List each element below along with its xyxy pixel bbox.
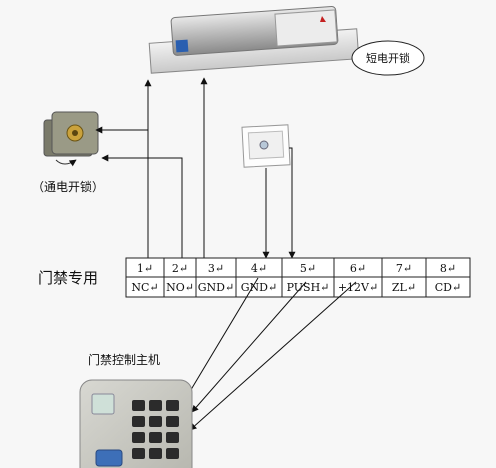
wire-no-to-mortise-lock (101, 154, 183, 258)
bolt-lock-wires (144, 77, 208, 258)
access-controller-image (79, 379, 193, 468)
terminal-number: 7↵ (396, 262, 412, 275)
electric-bolt-lock-image (148, 6, 360, 74)
keypad-key (132, 448, 145, 459)
keypad-key (149, 400, 162, 411)
keypad-key (166, 400, 179, 411)
keypad-key (132, 416, 145, 427)
controller-label: 门禁控制主机 (88, 352, 160, 367)
keypad-key (166, 432, 179, 443)
exit-button-image (241, 124, 291, 168)
terminal-name: +12V↵ (338, 281, 378, 294)
keypad-key (166, 416, 179, 427)
terminal-number: 5↵ (300, 262, 316, 275)
terminal-name: NC↵ (131, 281, 158, 294)
terminal-name: CD↵ (435, 281, 461, 294)
svg-text:短电开锁: 短电开锁 (366, 51, 410, 65)
keypad-key (149, 448, 162, 459)
wire-push-to-controller (191, 281, 307, 413)
terminal-name: NO↵ (166, 281, 194, 294)
wire-nc-to-mortise-lock (95, 126, 149, 258)
terminal-number: 2↵ (172, 262, 188, 275)
keypad-key (149, 432, 162, 443)
keypad (132, 400, 179, 459)
terminal-number: 4↵ (251, 262, 267, 275)
mortise-lock-wires (95, 126, 183, 258)
wire-button-to-push (288, 147, 296, 259)
exit-button-wires (262, 147, 296, 259)
terminal-name: ZL↵ (392, 281, 416, 294)
keypad-key (149, 416, 162, 427)
terminal-number: 6↵ (350, 262, 366, 275)
terminal-name: GND↵ (198, 281, 234, 294)
keypad-key (132, 432, 145, 443)
short-lock-label: 短电开锁 (351, 40, 425, 76)
mortise-lock-image (43, 111, 99, 167)
controller-wires (185, 277, 357, 431)
wire-gnd-to-controller (185, 277, 259, 399)
keypad-key (166, 448, 179, 459)
terminal-number: 1↵ (137, 262, 153, 275)
wire-12v-to-controller (189, 281, 357, 431)
terminal-number: 8↵ (440, 262, 456, 275)
terminal-name: PUSH↵ (287, 281, 330, 294)
terminal-number: 3↵ (208, 262, 224, 275)
through-lock-label: （通电开锁） (32, 179, 104, 194)
keypad-key (132, 400, 145, 411)
terminal-name: GND↵ (241, 281, 277, 294)
door-access-label: 门禁专用 (38, 269, 98, 287)
